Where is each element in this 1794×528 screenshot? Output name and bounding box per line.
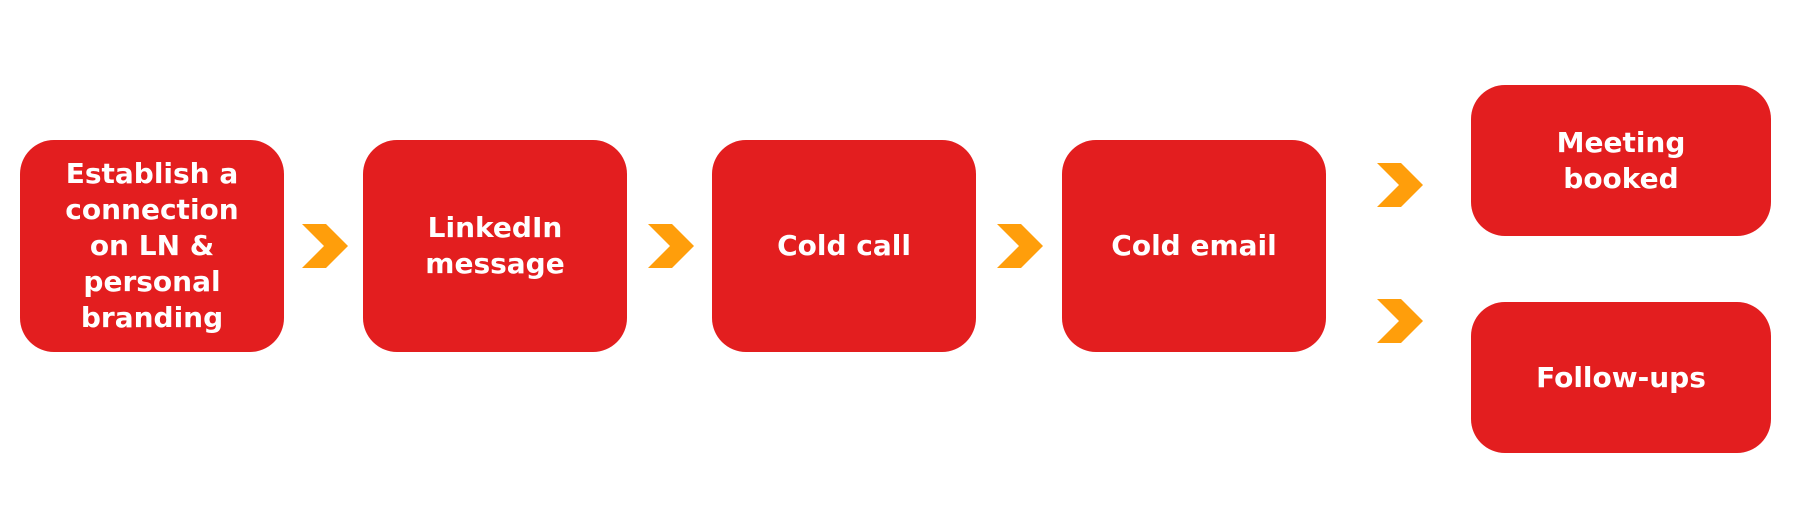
step-label: Cold call — [777, 229, 911, 262]
step-label: Cold email — [1111, 229, 1277, 262]
step-follow-ups: Follow-ups — [1471, 302, 1771, 453]
step-linkedin-message: LinkedIn message — [363, 140, 627, 352]
chevron-right-icon — [1377, 299, 1423, 343]
step-label: Establish a connection on LN & personal … — [65, 157, 239, 334]
chevron-right-icon — [302, 224, 348, 268]
chevron-right-icon — [648, 224, 694, 268]
step-label: Meeting booked — [1556, 125, 1686, 195]
step-label: LinkedIn message — [425, 211, 565, 280]
step-cold-email: Cold email — [1062, 140, 1326, 352]
chevron-right-icon — [1377, 163, 1423, 207]
step-label: Follow-ups — [1536, 360, 1706, 394]
step-cold-call: Cold call — [712, 140, 976, 352]
step-meeting-booked: Meeting booked — [1471, 85, 1771, 236]
chevron-right-icon — [997, 224, 1043, 268]
step-establish-connection: Establish a connection on LN & personal … — [20, 140, 284, 352]
